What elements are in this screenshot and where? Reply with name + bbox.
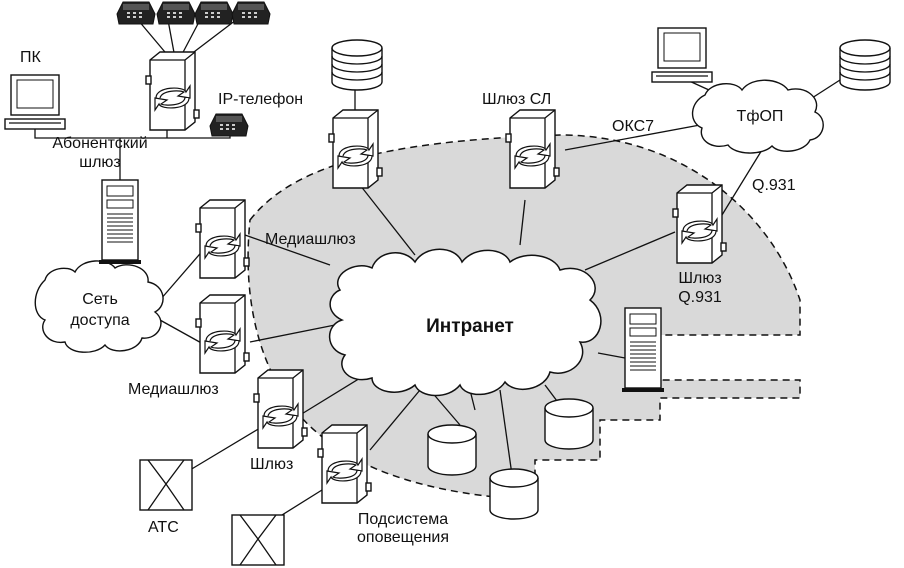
- alert-subsystem-label-2: оповещения: [357, 529, 449, 546]
- ats-label: АТС: [148, 519, 179, 536]
- server-tower-icon: [98, 179, 142, 265]
- storage-cylinder-icon: [489, 468, 539, 520]
- gateway-icon: [317, 424, 372, 504]
- intranet-label: Интранет: [426, 316, 514, 337]
- pc-icon: [4, 74, 66, 130]
- subscriber-gateway-label-1: Абонентский: [52, 135, 147, 152]
- storage-cylinder-icon: [427, 424, 477, 476]
- phone-icon: [231, 1, 271, 25]
- access-network-cloud: [34, 260, 164, 353]
- q931-gateway-label-2: Q.931: [678, 289, 722, 306]
- q931-gateway-label-1: Шлюз: [678, 270, 721, 287]
- ip-phone-label: IP-телефон: [218, 91, 303, 108]
- gateway-label: Шлюз: [250, 456, 293, 473]
- q931-label: Q.931: [752, 177, 796, 194]
- sl-gateway-label: Шлюз СЛ: [482, 91, 551, 108]
- storage-cylinder-icon: [544, 398, 594, 450]
- pstn-label: ТфОП: [737, 108, 784, 125]
- media-gateway-top-label: Медиашлюз: [265, 231, 356, 248]
- gateway-icon: [328, 109, 383, 189]
- access-net-label-2: доступа: [70, 312, 129, 329]
- subscriber-gateway-icon: [145, 51, 200, 131]
- intranet-cloud: [328, 248, 602, 397]
- phone-icon: [116, 1, 156, 25]
- server-tower-icon: [621, 307, 665, 393]
- phone-icon: [156, 1, 196, 25]
- oks7-label: ОКС7: [612, 118, 654, 135]
- gateway-icon: [195, 294, 250, 374]
- gateway-icon: [505, 109, 560, 189]
- database-icon: [839, 39, 891, 91]
- switch-icon: [139, 459, 193, 511]
- gateway-icon: [195, 199, 250, 279]
- phone-icon: [194, 1, 234, 25]
- gateway-icon: [253, 369, 308, 449]
- switch-icon: [231, 514, 285, 566]
- access-net-label-1: Сеть: [82, 291, 118, 308]
- gateway-icon: [672, 184, 727, 264]
- database-icon: [331, 39, 383, 91]
- alert-subsystem-label-1: Подсистема: [358, 511, 448, 528]
- subscriber-gateway-label-2: шлюз: [79, 154, 121, 171]
- ip-phone-icon: [209, 113, 249, 137]
- media-gateway-bottom-label: Медиашлюз: [128, 381, 219, 398]
- connections: [34, 19, 841, 531]
- pc-icon: [651, 27, 713, 83]
- pc-label: ПК: [20, 49, 42, 66]
- pstn-cloud: [691, 79, 824, 154]
